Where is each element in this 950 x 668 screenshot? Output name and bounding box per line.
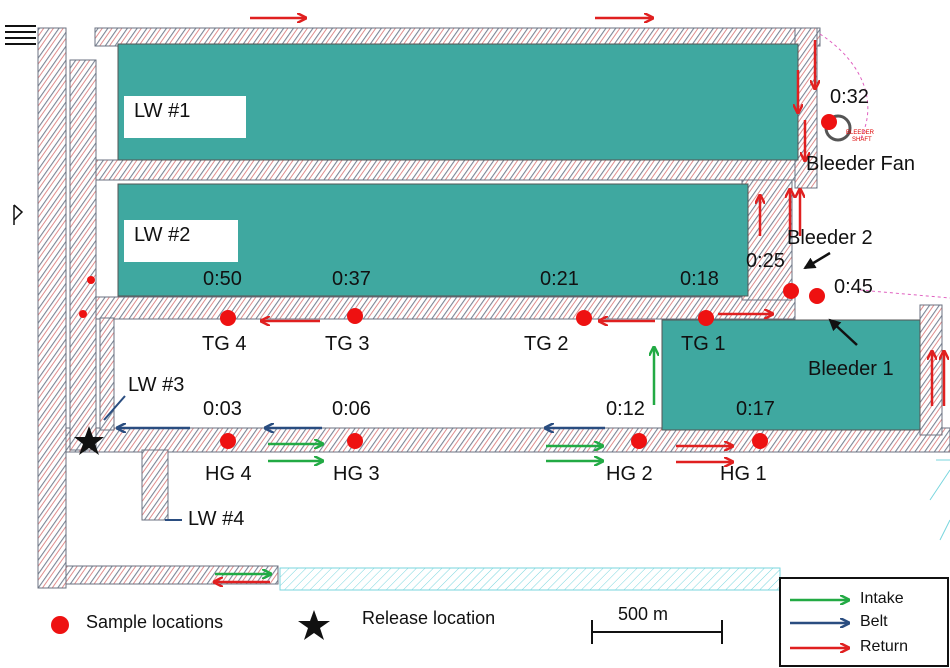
- legend-release-location: Release location: [362, 608, 496, 628]
- time-tg4: 0:50: [203, 268, 242, 290]
- time-tg1: 0:18: [680, 268, 719, 290]
- label-tg2: TG 2: [524, 333, 569, 355]
- sample-dot-hg3: [347, 433, 363, 449]
- label-tg4: TG 4: [202, 333, 247, 355]
- label-bleeder-1: Bleeder 1: [808, 358, 894, 380]
- time-bleeder-2: 0:25: [746, 250, 785, 272]
- label-tg3: TG 3: [325, 333, 370, 355]
- sample-dot-tg1: [698, 310, 714, 326]
- west-mains-entry: [37, 27, 67, 589]
- time-tg2: 0:21: [540, 268, 579, 290]
- sample-dot-bleeder-fan: [821, 114, 837, 130]
- sample-dot-bleeder-2: [783, 283, 799, 299]
- scale-label: 500 m: [618, 604, 669, 624]
- cyan-hatched-area: [279, 567, 781, 591]
- time-bleeder-1: 0:45: [834, 276, 873, 298]
- panel-label-lw4: LW #4: [188, 508, 245, 530]
- label-hg3: HG 3: [333, 463, 380, 485]
- scale-bar: [591, 620, 723, 644]
- legend-star-icon: [298, 610, 330, 640]
- airflow-arrows: [118, 18, 944, 582]
- label-hg4: HG 4: [205, 463, 252, 485]
- label-hg1: HG 1: [720, 463, 767, 485]
- panel-label-lw1: LW #1: [124, 96, 246, 138]
- time-hg2: 0:12: [606, 398, 645, 420]
- time-hg3: 0:06: [332, 398, 371, 420]
- west-mains-entry-2: [69, 59, 97, 451]
- lw4-setup-entry: [141, 449, 169, 521]
- sample-dot-tg2: [576, 310, 592, 326]
- time-tg3: 0:37: [332, 268, 371, 290]
- headgate-entry: [37, 427, 950, 453]
- legend-dot-icon: [51, 616, 69, 634]
- tailgate-entry: [94, 296, 796, 320]
- top-entry: [94, 27, 821, 47]
- sample-dot-hg1: [752, 433, 768, 449]
- label-tg1: TG 1: [681, 333, 726, 355]
- label-bleeder-2: Bleeder 2: [787, 227, 873, 249]
- sample-dot-hg2: [631, 433, 647, 449]
- lw3-setup-entry: [99, 317, 115, 431]
- mine-entries: [37, 27, 950, 589]
- label-bleeder-fan: Bleeder Fan: [806, 153, 915, 175]
- key-belt: Belt: [860, 613, 888, 630]
- bleeder-shaft-label-2: SHAFT: [852, 137, 872, 143]
- key-return: Return: [860, 638, 909, 655]
- label-hg2: HG 2: [606, 463, 653, 485]
- panel-divider-entry: [94, 159, 816, 181]
- time-hg1: 0:17: [736, 398, 775, 420]
- panel-label-lw2: LW #2: [124, 220, 238, 262]
- bleeder-entry: [741, 179, 793, 301]
- time-bleeder-fan: 0:32: [830, 86, 869, 108]
- key-intake: Intake: [860, 590, 904, 607]
- bleeder-shaft-label-1: BLEEDER: [846, 130, 875, 136]
- sample-dots: [79, 114, 837, 449]
- sample-dot-bleeder-1: [809, 288, 825, 304]
- sample-dot-hg4: [220, 433, 236, 449]
- time-hg4: 0:03: [203, 398, 242, 420]
- panel-label-lw3: LW #3: [128, 374, 185, 396]
- legend-sample-locations: Sample locations: [86, 612, 224, 632]
- label-pointers: [103, 395, 182, 521]
- sample-dot-tg3: [347, 308, 363, 324]
- sample-dot-tg4: [220, 310, 236, 326]
- lw3-gob: [661, 319, 921, 431]
- release-star-icon: [74, 426, 104, 455]
